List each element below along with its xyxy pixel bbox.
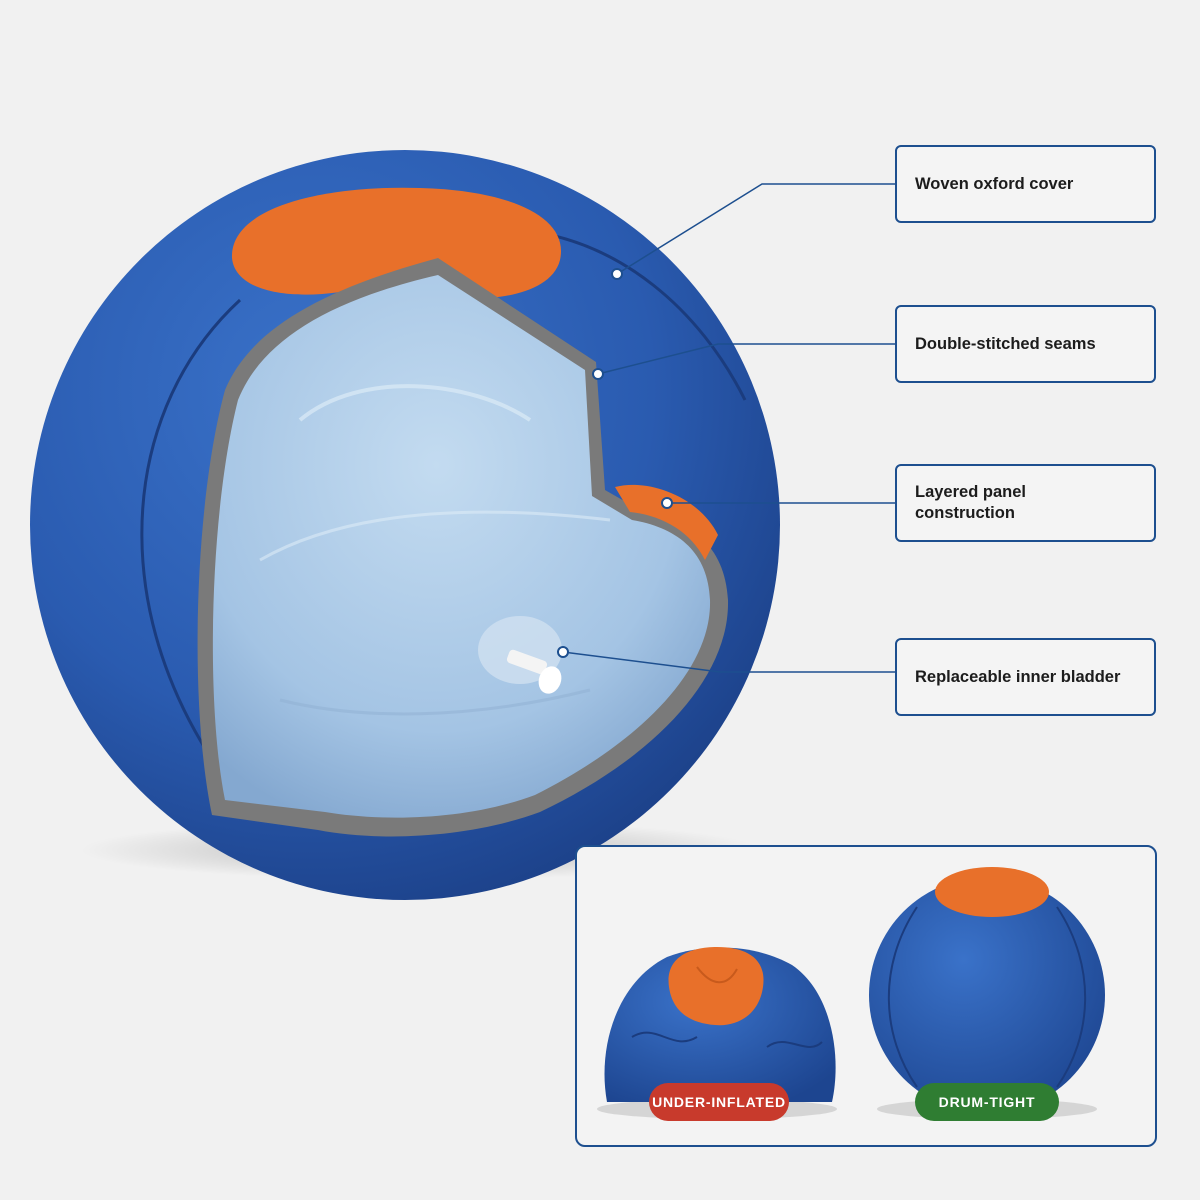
callout-woven-cover: Woven oxford cover (895, 145, 1156, 223)
tight-ball-seam (887, 906, 918, 1088)
callout-label: Woven oxford cover (915, 174, 1074, 193)
callout-label: Replaceable inner bladder (915, 667, 1121, 686)
callout-label: Double-stitched seams (915, 334, 1096, 353)
badge-label: UNDER-INFLATED (652, 1094, 786, 1110)
inner-bladder (212, 275, 711, 818)
badge-label: DRUM-TIGHT (938, 1094, 1036, 1110)
callout-label: Layered panel construction (915, 483, 1026, 522)
bladder-wrinkle (259, 510, 611, 562)
under-ball-wrinkle (766, 1041, 823, 1048)
seam-left (140, 298, 252, 811)
under-ball-patch (668, 947, 764, 1026)
bladder-wrinkle (298, 384, 532, 422)
under-inflated-badge: UNDER-INFLATED (649, 1083, 789, 1121)
under-ball-wrinkle (631, 1031, 698, 1043)
orange-side-layer (615, 484, 718, 560)
comparison-illustration (597, 867, 1105, 1119)
orange-top-patch (231, 187, 562, 299)
valve-stem (506, 649, 548, 675)
callout-inner-bladder: Replaceable inner bladder (895, 638, 1156, 716)
callout-layered-panel: Layered panel construction (895, 464, 1156, 542)
leader-lines (562, 183, 895, 673)
valve-cap (538, 666, 562, 694)
tight-ball-seam (1056, 906, 1087, 1088)
drum-tight-ball (869, 877, 1105, 1113)
under-patch-fold (696, 966, 738, 984)
leader-dots (557, 268, 673, 658)
callout-double-stitched: Double-stitched seams (895, 305, 1156, 383)
bladder-wrinkle (279, 688, 591, 716)
tight-ball-patch (935, 867, 1049, 917)
inflation-comparison-panel: UNDER-INFLATED DRUM-TIGHT (575, 845, 1157, 1147)
drum-tight-badge: DRUM-TIGHT (915, 1083, 1059, 1121)
